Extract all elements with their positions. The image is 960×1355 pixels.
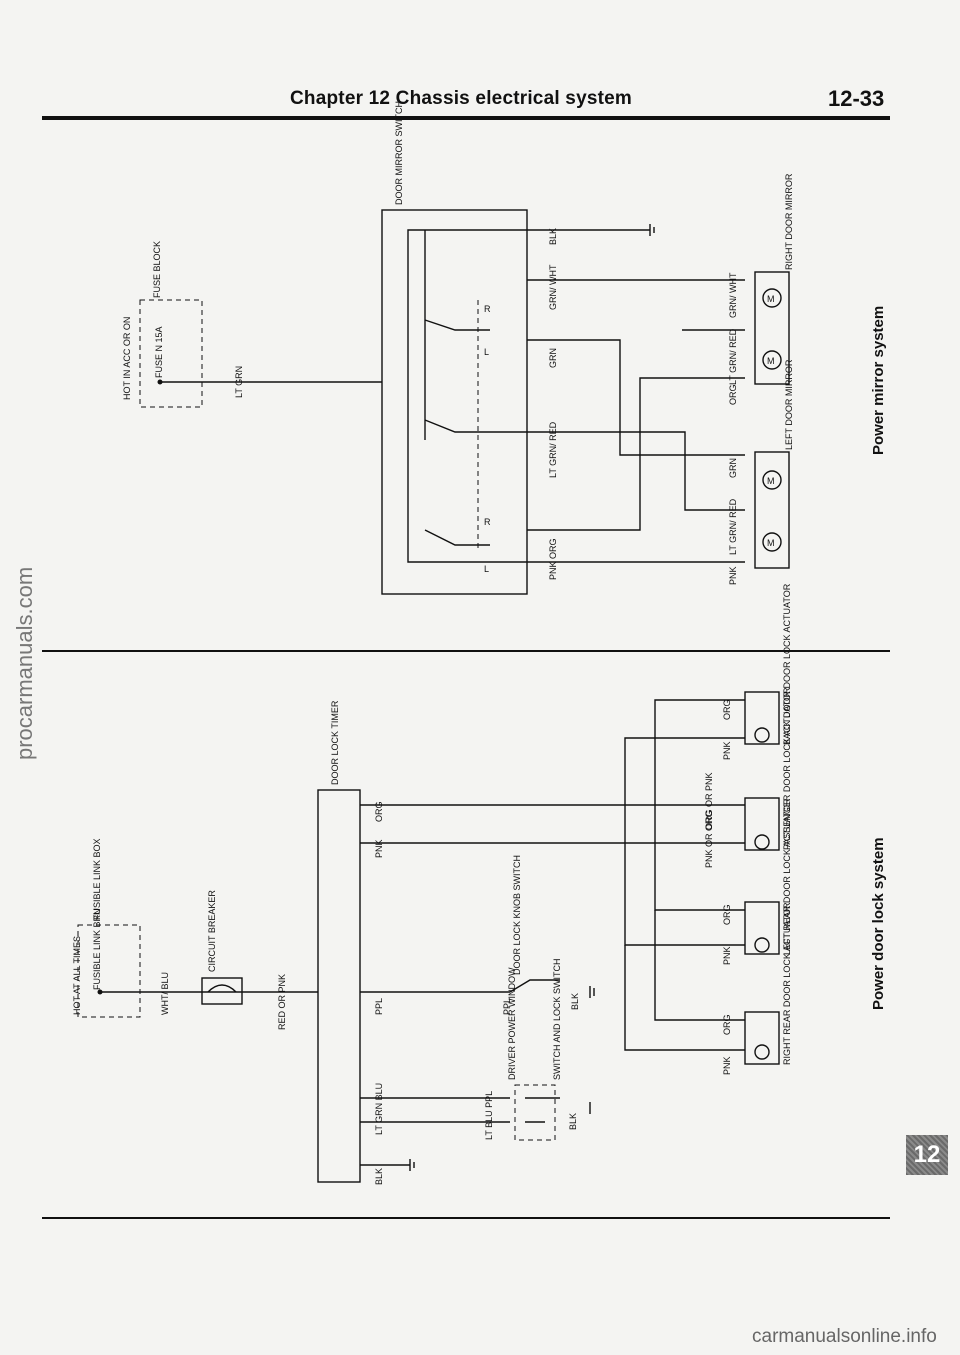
svg-text:LT GRN/ RED: LT GRN/ RED bbox=[548, 421, 558, 478]
chapter-tab: 12 bbox=[906, 1135, 948, 1175]
right-mirror-box bbox=[754, 271, 790, 385]
svg-text:GRN: GRN bbox=[548, 348, 558, 368]
svg-text:ORG OR PNK: ORG OR PNK bbox=[704, 772, 714, 830]
svg-text:M: M bbox=[767, 294, 775, 304]
mirror-diagram: M M M M DOOR MIRROR SWITCH HOT IN ACC OR… bbox=[122, 101, 794, 595]
svg-text:PNK: PNK bbox=[722, 1056, 732, 1075]
door-lock-timer-box bbox=[317, 789, 361, 1183]
svg-text:PNK ORG: PNK ORG bbox=[548, 538, 558, 580]
svg-text:RED OR PNK: RED OR PNK bbox=[277, 974, 287, 1030]
svg-text:PNK: PNK bbox=[722, 946, 732, 965]
svg-text:PPL: PPL bbox=[502, 998, 512, 1015]
watermark-bottom: carmanualsonline.info bbox=[752, 1326, 937, 1347]
svg-text:LT GRN/ RED: LT GRN/ RED bbox=[728, 498, 738, 555]
door-lock-diagram: DOOR LOCK TIMER HOT AT ALL TIMES FUSIBLE… bbox=[72, 583, 792, 1185]
svg-text:M: M bbox=[767, 476, 775, 486]
left-mirror-box bbox=[754, 451, 790, 569]
svg-text:BLK: BLK bbox=[548, 228, 558, 245]
svg-text:R: R bbox=[484, 517, 491, 527]
svg-text:FUSIBLE LINK BRN: FUSIBLE LINK BRN bbox=[92, 908, 102, 990]
svg-text:ORG: ORG bbox=[374, 801, 384, 822]
svg-text:BLK: BLK bbox=[570, 993, 580, 1010]
svg-text:RIGHT REAR DOOR LOCK ACTUATOR: RIGHT REAR DOOR LOCK ACTUATOR bbox=[782, 902, 792, 1065]
svg-text:GRN/ WHT: GRN/ WHT bbox=[728, 272, 738, 318]
svg-text:DRIVER POWER WINDOW: DRIVER POWER WINDOW bbox=[507, 967, 517, 1080]
svg-text:WHT/ BLU: WHT/ BLU bbox=[160, 972, 170, 1015]
svg-text:BLK: BLK bbox=[568, 1113, 578, 1130]
svg-text:DOOR LOCK TIMER: DOOR LOCK TIMER bbox=[330, 700, 340, 785]
fuse-block-box bbox=[139, 299, 203, 408]
svg-text:PNK: PNK bbox=[728, 566, 738, 585]
svg-text:PNK: PNK bbox=[374, 839, 384, 858]
svg-text:GRN/ WHT: GRN/ WHT bbox=[548, 264, 558, 310]
svg-text:LT BLU PPL: LT BLU PPL bbox=[484, 1091, 494, 1140]
left-rear-actuator bbox=[744, 901, 780, 955]
footer-rule bbox=[42, 1217, 890, 1219]
svg-text:LEFT REAR DOOR LOCK ACTUATOR: LEFT REAR DOOR LOCK ACTUATOR bbox=[782, 798, 792, 955]
right-rear-actuator bbox=[744, 1011, 780, 1065]
fusible-link-box bbox=[77, 924, 141, 1018]
svg-text:LEFT DOOR MIRROR: LEFT DOOR MIRROR bbox=[784, 359, 794, 450]
passenger-door-actuator bbox=[744, 797, 780, 851]
svg-text:FUSE N 15A: FUSE N 15A bbox=[154, 326, 164, 378]
svg-text:M: M bbox=[767, 356, 775, 366]
svg-text:ORG: ORG bbox=[722, 904, 732, 925]
svg-text:HOT IN ACC OR ON: HOT IN ACC OR ON bbox=[122, 317, 132, 400]
label-mirror-switch: DOOR MIRROR SWITCH bbox=[394, 101, 404, 205]
svg-text:RIGHT DOOR MIRROR: RIGHT DOOR MIRROR bbox=[784, 173, 794, 270]
svg-text:LT GRN: LT GRN bbox=[234, 366, 244, 398]
svg-text:DOOR LOCK KNOB SWITCH: DOOR LOCK KNOB SWITCH bbox=[512, 855, 522, 975]
svg-text:R: R bbox=[484, 304, 491, 314]
svg-text:M: M bbox=[767, 538, 775, 548]
svg-text:BACK DOOR DOOR LOCK ACTUATOR: BACK DOOR DOOR LOCK ACTUATOR bbox=[782, 583, 792, 745]
header-rule bbox=[42, 116, 890, 120]
svg-text:PPL: PPL bbox=[374, 998, 384, 1015]
svg-text:PNK OR ORG: PNK OR ORG bbox=[704, 810, 714, 868]
page-number: 12-33 bbox=[828, 86, 885, 111]
section-divider bbox=[42, 650, 890, 652]
svg-text:LT GRN/ RED: LT GRN/ RED bbox=[728, 328, 738, 385]
svg-text:L: L bbox=[484, 564, 489, 574]
svg-text:PNK: PNK bbox=[722, 741, 732, 760]
svg-text:PASSENGER DOOR LOCK ACTUATOR: PASSENGER DOOR LOCK ACTUATOR bbox=[782, 687, 792, 850]
svg-text:HOT AT ALL TIMES: HOT AT ALL TIMES bbox=[72, 936, 82, 1015]
svg-text:FUSIBLE LINK BOX: FUSIBLE LINK BOX bbox=[92, 838, 102, 920]
svg-text:ORG: ORG bbox=[722, 699, 732, 720]
mirror-switch-box bbox=[381, 209, 528, 595]
circuit-breaker-box bbox=[201, 977, 243, 1005]
svg-text:ORG: ORG bbox=[728, 384, 738, 405]
chapter-title: Chapter 12 Chassis electrical system bbox=[290, 88, 632, 109]
svg-text:LT GRN BLU: LT GRN BLU bbox=[374, 1083, 384, 1135]
svg-text:BLK: BLK bbox=[374, 1168, 384, 1185]
svg-text:GRN: GRN bbox=[728, 458, 738, 478]
svg-text:L: L bbox=[484, 347, 489, 357]
back-door-actuator bbox=[744, 691, 780, 745]
svg-text:CIRCUIT BREAKER: CIRCUIT BREAKER bbox=[207, 890, 217, 972]
svg-text:FUSE BLOCK: FUSE BLOCK bbox=[152, 241, 162, 298]
svg-text:ORG: ORG bbox=[722, 1014, 732, 1035]
svg-text:SWITCH AND LOCK SWITCH: SWITCH AND LOCK SWITCH bbox=[552, 958, 562, 1080]
